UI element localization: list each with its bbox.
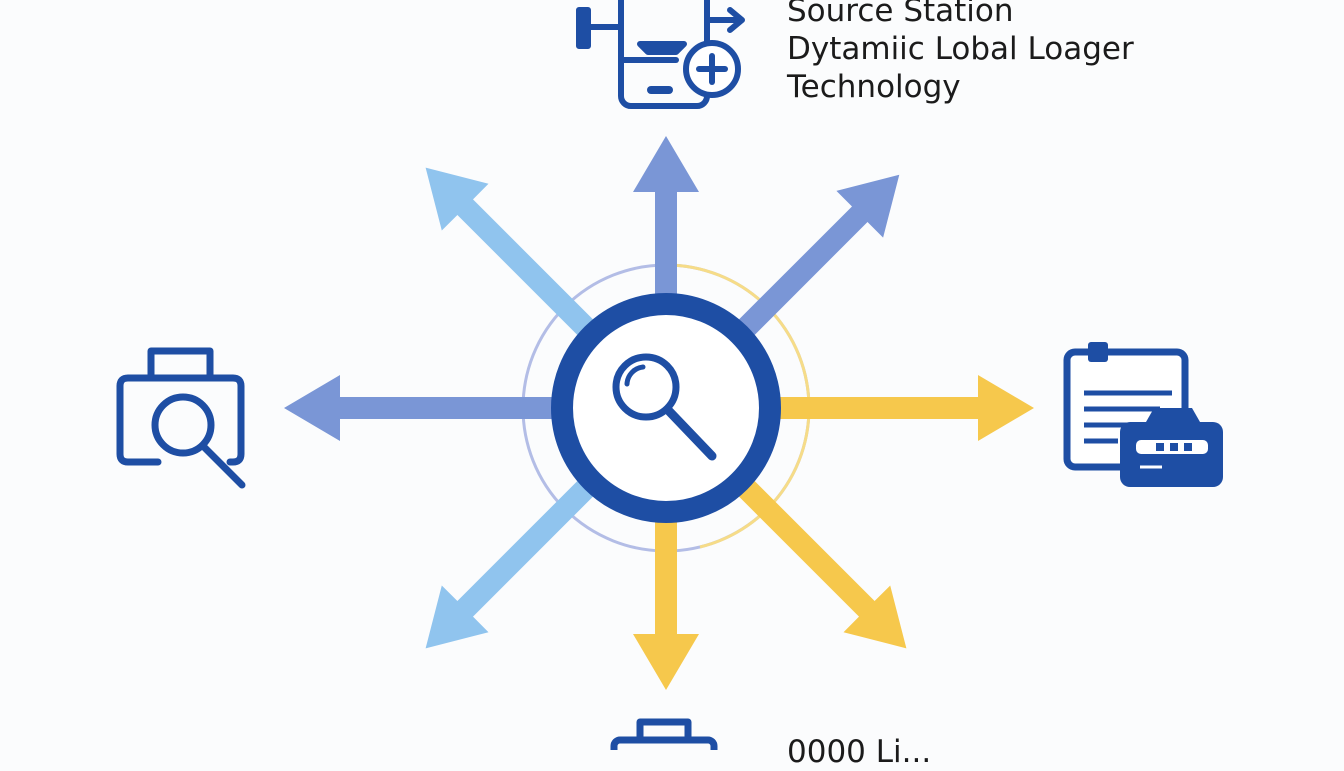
- arrow-down-left: [425, 467, 607, 649]
- arrows-group: [284, 136, 1034, 690]
- arrow-down: [633, 503, 699, 690]
- briefcase-search-icon: [116, 347, 246, 489]
- arrow-right: [761, 375, 1034, 441]
- top-label-line2: Dytamiic Lobal Loager: [787, 31, 1134, 67]
- document-car-icon: [1063, 342, 1223, 487]
- top-label-block: Source Station Dytamiic Lobal Loager Tec…: [787, 0, 1134, 106]
- top-label-line3: Technology: [787, 69, 961, 105]
- arrow-left: [284, 375, 571, 441]
- hub-diagram: [116, 0, 1223, 750]
- top-label-line1: Source Station: [787, 0, 1014, 29]
- mobile-device-plus-icon: [576, 0, 745, 109]
- bottom-label: 0000 Li...: [787, 734, 932, 770]
- arrow-up-right: [725, 174, 900, 349]
- briefcase-icon: [610, 718, 718, 750]
- arrow-down-right: [725, 467, 907, 649]
- arrow-up-left: [425, 167, 607, 349]
- arrow-up: [633, 136, 699, 313]
- magnifier-icon: [612, 353, 717, 461]
